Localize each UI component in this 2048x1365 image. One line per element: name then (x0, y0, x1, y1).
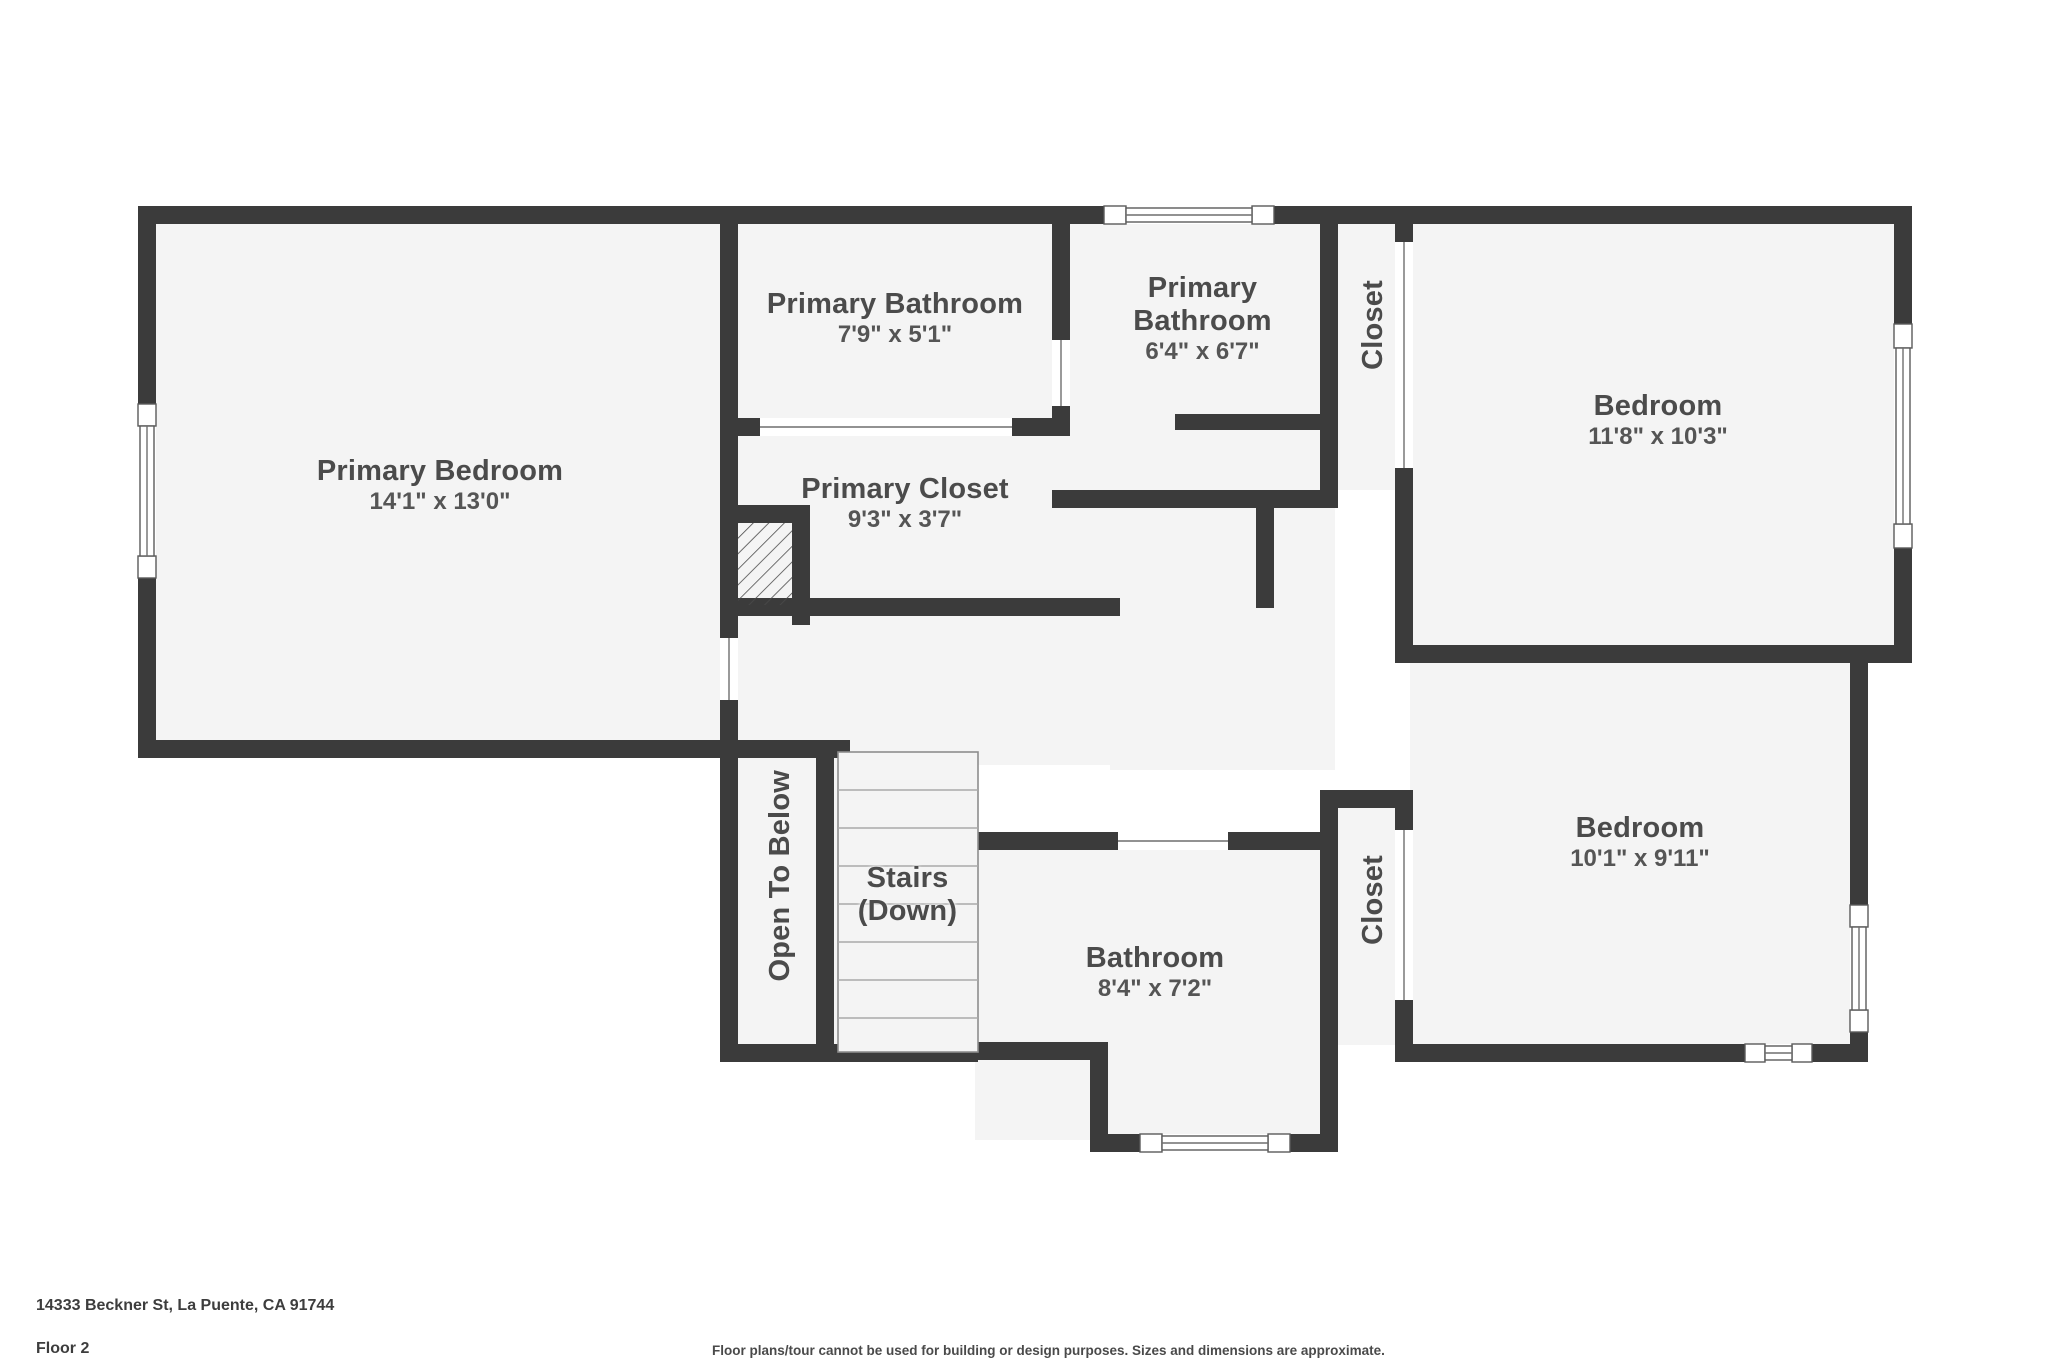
wall-open-to-below-right (816, 758, 834, 1062)
wall-bathroom-bottom-left (960, 1042, 1092, 1060)
wall-bath1-bottom-left (720, 418, 760, 436)
fill-primary-bathroom-1 (735, 215, 1060, 425)
wall-bath2-interior-stub (1175, 414, 1335, 430)
windows (137, 205, 1913, 1153)
door-openings (720, 242, 1413, 1000)
wall-divider-bedroom-bath1 (720, 206, 738, 431)
wall-bathroom-nook-right (1320, 1042, 1338, 1152)
wall-hallway-stub (1256, 508, 1274, 608)
wall-stairwell-left (720, 740, 738, 1062)
wall-closet-upper-left (1320, 206, 1338, 406)
wall-stairwell-top (720, 740, 850, 758)
wall-bedroom-lower-right-top (1850, 645, 1868, 905)
wall-exterior-left-upper (138, 206, 156, 404)
wall-bedroom-upper-right-top (1894, 206, 1912, 324)
disclaimer-text: Floor plans/tour cannot be used for buil… (712, 1343, 1385, 1358)
door-bath2-side (1052, 340, 1070, 406)
fill-primary-bedroom (145, 215, 735, 750)
wall-closet-upper-right-top (1395, 206, 1413, 242)
wall-closet-lower-top (1320, 790, 1413, 808)
stairs-outline (837, 751, 979, 1053)
door-bathroom-top (1118, 832, 1228, 850)
window-bathroom-bottom (1139, 1133, 1291, 1153)
wall-closet-lower-right-bottom (1395, 1000, 1413, 1062)
fill-hallway-upper (1110, 490, 1335, 770)
fill-bedroom-lower (1410, 645, 1850, 1045)
hatch-wall-top (720, 505, 810, 523)
wall-bedroom-upper-bottom (1395, 645, 1912, 663)
wall-closet-upper-left-lower (1320, 406, 1338, 508)
fill-primary-bathroom-2 (1070, 215, 1335, 490)
window-bedroom-lower-bottom (1744, 1043, 1813, 1063)
wall-closet-upper-right-bottom (1395, 468, 1413, 663)
hatch-wall-left (720, 505, 738, 625)
window-bedroom-upper-right (1893, 323, 1913, 549)
door-primary-bedroom-hall (720, 638, 738, 700)
window-primary-bedroom-left (137, 403, 157, 579)
fill-bathroom-nook (1095, 1050, 1335, 1150)
room-fills (145, 215, 1905, 1150)
door-closet-upper (1395, 242, 1413, 468)
wall-primary-bedroom-bottom (138, 740, 738, 758)
wall-bathroom-nook-left (1090, 1042, 1108, 1152)
door-primary-closet-top (760, 418, 1012, 436)
wall-exterior-left-lower (138, 578, 156, 758)
window-primary-bathroom-2-top (1103, 205, 1275, 225)
wall-bath1-bottom-right (1012, 418, 1070, 436)
wall-bath2-bottom (1052, 490, 1335, 508)
window-bedroom-lower-right (1849, 904, 1869, 1033)
wall-bathroom-right-upper (1320, 832, 1338, 1060)
hatch-fill (738, 523, 792, 605)
wall-bedroom-lower-bottom-right (1812, 1044, 1868, 1062)
wall-bedroom-upper-right-bottom (1894, 548, 1912, 663)
wall-bedroom-lower-bottom-left (1395, 1044, 1745, 1062)
door-closet-lower (1395, 830, 1413, 1000)
fill-open-to-below (735, 765, 825, 1050)
hatch-wall-right (792, 505, 810, 625)
floor-label: Floor 2 (36, 1340, 90, 1357)
stair-treads (837, 751, 979, 1053)
wall-primary-closet-bottom (720, 598, 1120, 616)
hatched-shaft (720, 505, 810, 625)
wall-exterior-top (138, 206, 1912, 224)
fill-bedroom-upper (1410, 215, 1905, 645)
address-label: 14333 Beckner St, La Puente, CA 91744 (36, 1297, 335, 1314)
